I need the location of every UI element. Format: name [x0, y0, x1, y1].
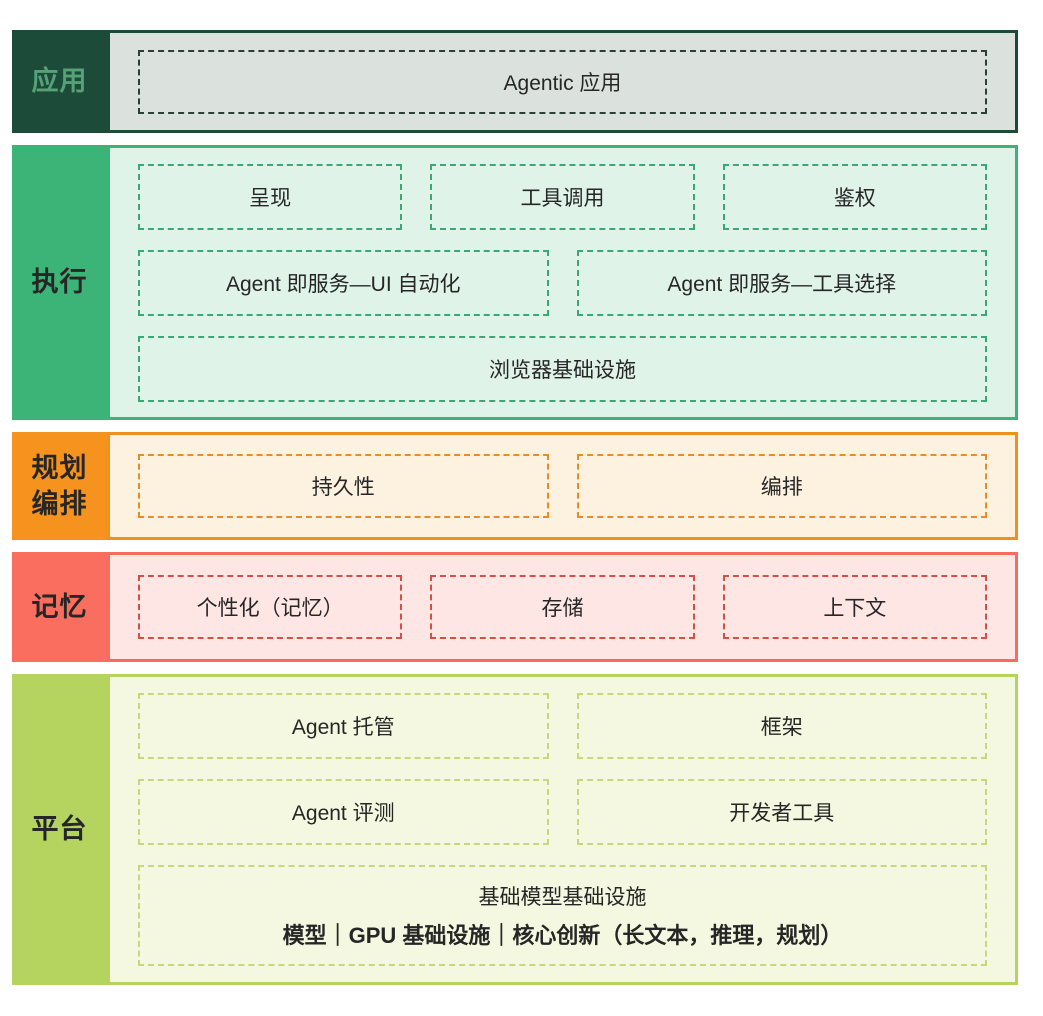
layer-planning-orchestration: 规划 编排 持久性 编排	[12, 432, 1018, 540]
box-developer-tools-label: 开发者工具	[729, 802, 835, 825]
box-tool-calling: 工具调用	[430, 163, 695, 230]
layer-application-label: 应用	[12, 30, 107, 133]
box-frameworks: 框架	[576, 693, 987, 759]
box-personalization-memory-label: 个性化（记忆）	[196, 597, 344, 620]
layer-memory-label: 记忆	[12, 552, 107, 662]
layer-platform-content: Agent 托管 框架 Agent 评测 开发者工具 基	[107, 674, 1018, 985]
box-agent-hosting-label: Agent 托管	[291, 716, 395, 739]
layer-planning-orchestration-content: 持久性 编排	[107, 432, 1018, 540]
layer-memory: 记忆 个性化（记忆） 存储 上下文	[12, 552, 1018, 662]
layer-execution: 执行 呈现 工具调用 鉴权 Agent 即服务—UI 自动化	[12, 145, 1018, 420]
box-agent-as-service-tool-selection: Agent 即服务—工具选择	[576, 249, 987, 316]
layer-memory-content: 个性化（记忆） 存储 上下文	[107, 552, 1018, 662]
box-orchestration-label: 编排	[760, 476, 803, 499]
layer-platform-label: 平台	[12, 674, 107, 985]
layer-platform: 平台 Agent 托管 框架 Agent 评测 开发者工具	[12, 674, 1018, 985]
box-auth-label: 鉴权	[833, 186, 876, 210]
box-persistence-label: 持久性	[311, 476, 375, 499]
box-foundation-model-infrastructure: 基础模型基础设施 模型｜GPU 基础设施｜核心创新（长文本，推理，规划）	[138, 865, 987, 966]
box-auth: 鉴权	[722, 163, 987, 230]
box-agent-hosting: Agent 托管	[138, 693, 549, 759]
layer-application-content: Agentic 应用	[107, 30, 1018, 133]
box-foundation-model-infrastructure-label: 基础模型基础设施	[478, 886, 647, 909]
box-context-label: 上下文	[823, 597, 887, 620]
layer-stack: 应用 Agentic 应用 执行 呈现 工具调用	[12, 30, 1018, 985]
box-browser-infrastructure-label: 浏览器基础设施	[489, 358, 636, 382]
box-personalization-memory: 个性化（记忆）	[138, 575, 403, 639]
box-foundation-model-infrastructure-detail: 模型｜GPU 基础设施｜核心创新（长文本，推理，规划）	[282, 923, 843, 948]
box-orchestration: 编排	[576, 454, 987, 518]
box-agent-evals-label: Agent 评测	[291, 802, 395, 825]
box-storage: 存储	[430, 575, 695, 639]
box-agentic-app: Agentic 应用	[138, 49, 987, 114]
box-agentic-app-label: Agentic 应用	[503, 71, 622, 95]
box-browser-infrastructure: 浏览器基础设施	[138, 335, 987, 402]
layer-execution-content: 呈现 工具调用 鉴权 Agent 即服务—UI 自动化 Agent 即服务—工具…	[107, 145, 1018, 420]
layer-application: 应用 Agentic 应用	[12, 30, 1018, 133]
box-agent-as-service-ui-automation: Agent 即服务—UI 自动化	[138, 249, 549, 316]
layer-execution-label: 执行	[12, 145, 107, 420]
box-storage-label: 存储	[541, 597, 584, 620]
box-agent-as-service-ui-automation-label: Agent 即服务—UI 自动化	[225, 272, 461, 296]
box-frameworks-label: 框架	[760, 716, 803, 739]
box-agent-as-service-tool-selection-label: Agent 即服务—工具选择	[667, 272, 897, 296]
box-persistence: 持久性	[138, 454, 549, 518]
layer-planning-orchestration-label: 规划 编排	[12, 432, 107, 540]
box-tool-calling-label: 工具调用	[520, 186, 605, 210]
box-agent-evals: Agent 评测	[138, 779, 549, 845]
box-presentation: 呈现	[138, 163, 403, 230]
box-developer-tools: 开发者工具	[576, 779, 987, 845]
box-presentation-label: 呈现	[249, 186, 292, 210]
box-context: 上下文	[722, 575, 987, 639]
